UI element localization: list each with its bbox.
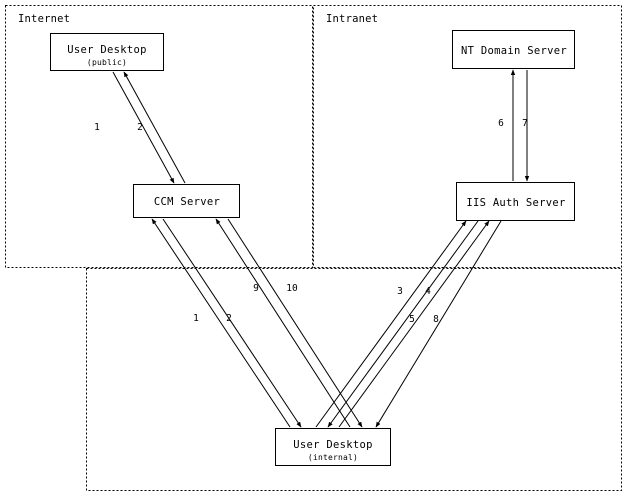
flow-label-4: 4 (425, 286, 431, 297)
node-iis-auth-server[interactable]: IIS Auth Server (455, 181, 576, 222)
flow-line-9-internal-to-ccm (215, 218, 351, 428)
node-user-desktop-public-label: User Desktop (67, 44, 146, 56)
flow-label-3: 3 (397, 286, 403, 297)
node-ccm-server-box[interactable] (132, 183, 241, 219)
node-ccm-server[interactable]: CCM Server (132, 183, 241, 219)
flow-line-10-ccm-to-internal (227, 218, 363, 428)
flow-label-1-public: 1 (94, 122, 100, 133)
node-nt-domain-server[interactable]: NT Domain Server (451, 29, 576, 70)
flow-line-3-internal-to-iis (315, 220, 467, 428)
zone-internet: Internet (5, 5, 313, 268)
node-user-desktop-public[interactable]: User Desktop (public) (49, 32, 165, 72)
node-user-desktop-public-box[interactable] (49, 32, 165, 72)
flow-group-internal-iis-outer: 5 8 (338, 220, 502, 428)
flow-line-8-iis-to-internal (375, 220, 502, 428)
node-nt-domain-server-box[interactable] (451, 29, 576, 70)
flow-group-internal-iis-inner: 3 4 (315, 220, 479, 428)
flow-group-iis-ntdomain: 6 7 (498, 69, 530, 182)
zone-intranet: Intranet (313, 5, 622, 268)
flow-label-10: 10 (286, 283, 298, 294)
flow-label-8: 8 (433, 314, 439, 325)
flow-label-9: 9 (253, 283, 259, 294)
node-ccm-server-label: CCM Server (154, 196, 220, 208)
node-iis-auth-server-label: IIS Auth Server (466, 197, 565, 209)
flow-label-2-internal: 2 (226, 313, 232, 324)
flow-line-2-ccm-to-internal (162, 218, 302, 428)
flow-line-2-ccm-to-public (123, 71, 186, 184)
zone-internal-network (86, 268, 622, 491)
flow-group-public-ccm: 1 2 (94, 71, 186, 184)
flow-label-7: 7 (522, 118, 528, 129)
zone-internet-label: Internet (18, 13, 70, 25)
flow-label-6: 6 (498, 118, 504, 129)
node-user-desktop-internal-box[interactable] (274, 427, 392, 467)
zone-intranet-label: Intranet (326, 13, 378, 25)
node-user-desktop-internal[interactable]: User Desktop (internal) (274, 427, 392, 467)
flow-label-2-public: 2 (137, 122, 143, 133)
node-user-desktop-internal-label: User Desktop (293, 439, 372, 451)
flow-line-1-internal-to-ccm (151, 218, 291, 428)
zone-intranet-border (313, 5, 622, 268)
node-iis-auth-server-box[interactable] (455, 181, 576, 222)
node-user-desktop-internal-sublabel: (internal) (308, 453, 358, 462)
zone-internal-border (86, 268, 622, 491)
flow-line-1-public-to-ccm (112, 71, 175, 184)
flow-group-internal-ccm-right: 9 10 (215, 218, 363, 428)
flow-label-1-internal: 1 (193, 313, 199, 324)
node-nt-domain-server-label: NT Domain Server (461, 45, 567, 57)
flow-group-internal-ccm-left: 1 2 (151, 218, 302, 428)
flow-line-5-internal-to-iis (338, 220, 490, 428)
node-user-desktop-public-sublabel: (public) (87, 58, 127, 67)
flow-line-4-iis-to-internal (327, 220, 479, 428)
flow-label-5: 5 (409, 314, 415, 325)
zone-internet-border (5, 5, 313, 268)
